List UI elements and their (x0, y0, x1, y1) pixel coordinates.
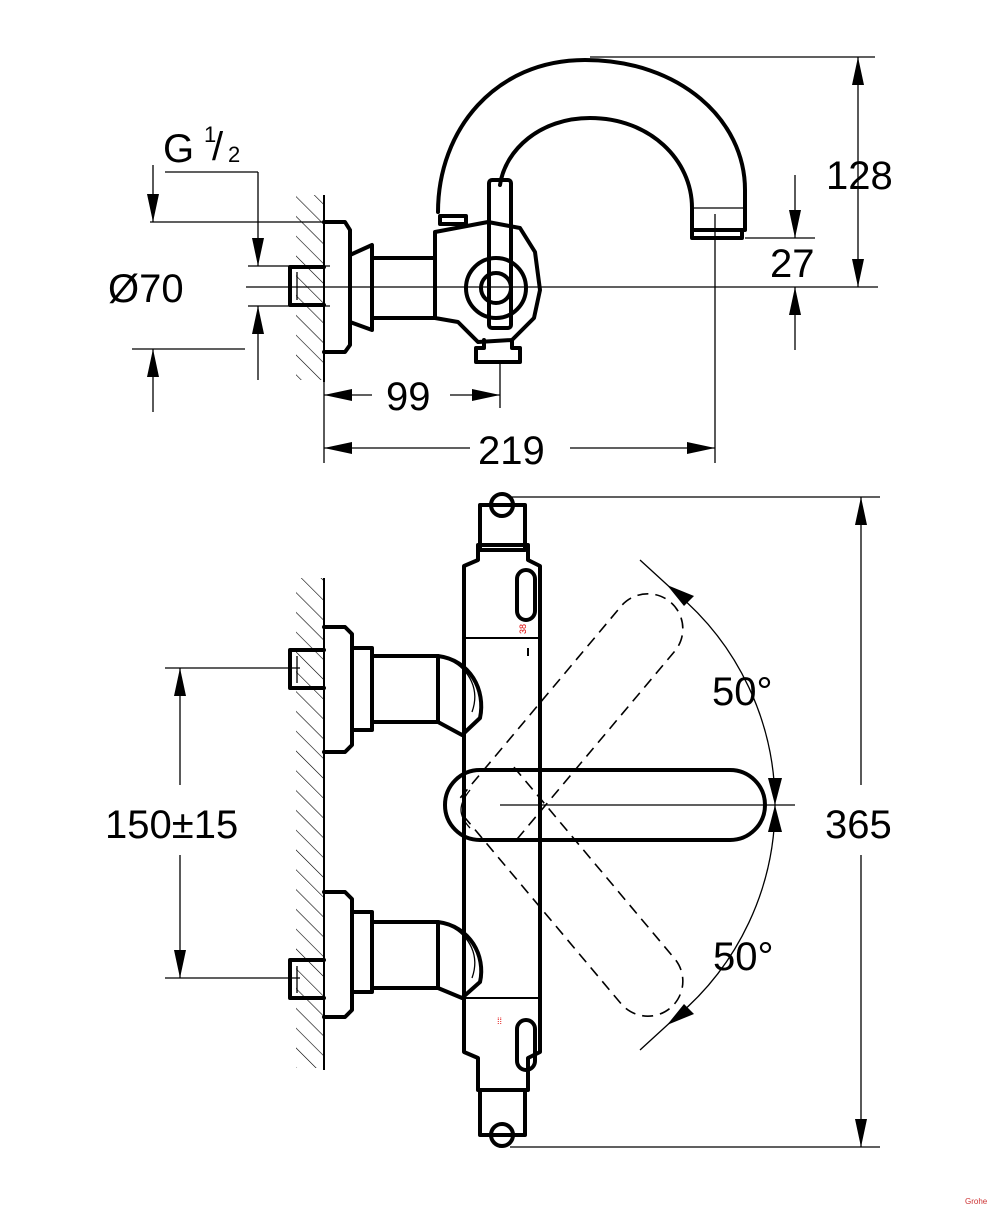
lower-inlet (288, 890, 484, 1019)
angle-down-label: 50° (713, 935, 774, 979)
height-27-label: 27 (770, 242, 815, 286)
valve-body-front: 38 ⁞⁞ (462, 543, 542, 1092)
angle-up-label: 50° (712, 670, 773, 714)
wall-hatch-top (296, 195, 325, 382)
top-cap (478, 492, 527, 552)
thread-label-den: 2 (228, 142, 240, 167)
handle-lever-front (443, 768, 767, 842)
side-view: G 1 / 2 Ø70 128 27 (108, 56, 893, 473)
center-distance-dimension: 150±15 (105, 667, 300, 979)
wall-hatch-bottom (296, 578, 325, 1070)
depth-219-label: 219 (478, 429, 545, 473)
watermark: Grohe (965, 1197, 988, 1206)
upper-inlet (288, 625, 484, 754)
thread-dimension: G 1 / 2 (163, 122, 330, 380)
handle-rotated-down (459, 766, 684, 1017)
spout-top (436, 58, 747, 232)
handle-rotated-up (459, 593, 684, 844)
thread-label-main: G (163, 127, 194, 171)
handle-disk-top (464, 256, 528, 320)
thread-label-num: 1 (204, 122, 216, 147)
connector-arm-top (348, 243, 374, 332)
height-128-label: 128 (826, 154, 893, 198)
overall-height-dimension: 365 (510, 496, 892, 1148)
diameter-label: Ø70 (108, 267, 184, 311)
inlet-nipple-top (288, 265, 326, 307)
height-dimensions: 128 27 (590, 56, 893, 350)
front-view: 38 ⁞⁞ (105, 492, 892, 1148)
center-distance-label: 150±15 (105, 803, 238, 847)
depth-dimensions: 99 219 (323, 214, 716, 473)
body-marking-top: 38 (518, 624, 528, 634)
depth-99-label: 99 (386, 375, 431, 419)
bottom-cap (478, 1088, 527, 1148)
diameter-dimension: Ø70 (108, 165, 330, 412)
body-marking-bottom: ⁞⁞ (497, 1016, 502, 1026)
overall-height-label: 365 (825, 803, 892, 847)
angle-arc: 50° 50° (500, 559, 795, 1051)
handle-lever-top (487, 178, 513, 330)
bottom-outlet-top (474, 338, 522, 364)
thread-label-slash: / (212, 125, 224, 169)
